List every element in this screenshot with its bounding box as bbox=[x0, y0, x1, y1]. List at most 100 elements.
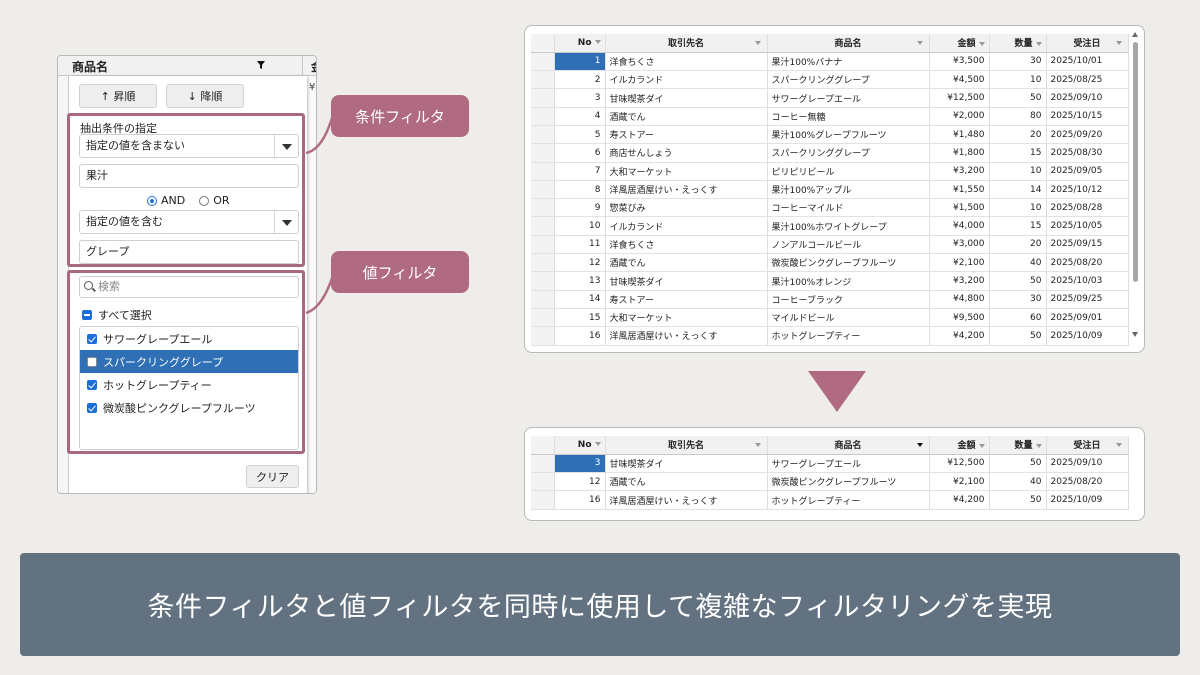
table-cell[interactable]: ¥1,500 bbox=[929, 198, 990, 218]
table-cell[interactable]: 15 bbox=[554, 308, 606, 328]
condition1-value-input[interactable]: 果汁 bbox=[79, 164, 299, 188]
table-cell[interactable]: 2025/08/20 bbox=[1046, 253, 1129, 273]
table-cell[interactable]: 洋風居酒屋けい・えっくす bbox=[605, 490, 768, 510]
column-header[interactable]: 商品名 bbox=[767, 436, 930, 455]
table-cell[interactable]: 酒蔵でん bbox=[605, 472, 768, 492]
table-cell[interactable]: サワーグレープエール bbox=[767, 88, 930, 108]
table-cell[interactable]: 洋食ちくさ bbox=[605, 235, 768, 255]
table-cell[interactable]: ¥2,100 bbox=[929, 472, 990, 492]
table-cell[interactable]: 9 bbox=[554, 198, 606, 218]
table-cell[interactable]: 30 bbox=[989, 290, 1047, 309]
table-cell[interactable]: 2025/09/15 bbox=[1046, 235, 1129, 255]
row-header[interactable] bbox=[531, 454, 555, 474]
table-cell[interactable]: 大和マーケット bbox=[605, 308, 768, 328]
sort-descending-button[interactable]: ↓ 降順 bbox=[166, 84, 244, 108]
table-cell[interactable]: コーヒー無糖 bbox=[767, 107, 930, 126]
table-cell[interactable]: 甘味喫茶ダイ bbox=[605, 454, 768, 474]
column-header[interactable]: 受注日 bbox=[1046, 34, 1129, 53]
table-cell[interactable]: 果汁100%オレンジ bbox=[767, 271, 930, 291]
filter-icon[interactable] bbox=[594, 40, 601, 45]
table-cell[interactable]: 2025/09/20 bbox=[1046, 125, 1129, 145]
table-cell[interactable]: 2025/10/05 bbox=[1046, 216, 1129, 236]
table-cell[interactable]: 6 bbox=[554, 143, 606, 163]
table-cell[interactable]: 洋風居酒屋けい・えっくす bbox=[605, 180, 768, 200]
row-header[interactable] bbox=[531, 52, 555, 72]
filter-icon[interactable] bbox=[916, 41, 923, 45]
table-cell[interactable]: 惣菜びみ bbox=[605, 198, 768, 218]
table-cell[interactable]: 10 bbox=[554, 216, 606, 236]
table-cell[interactable]: 大和マーケット bbox=[605, 162, 768, 181]
table-cell[interactable]: 50 bbox=[989, 490, 1047, 510]
column-header[interactable]: 金額 bbox=[929, 436, 990, 455]
table-cell[interactable]: 甘味喫茶ダイ bbox=[605, 88, 768, 108]
column-header[interactable]: 受注日 bbox=[1046, 436, 1129, 455]
table-cell[interactable]: 12 bbox=[554, 472, 606, 492]
row-header[interactable] bbox=[531, 308, 555, 328]
filter-icon[interactable] bbox=[754, 443, 761, 447]
table-cell[interactable]: 酒蔵でん bbox=[605, 107, 768, 126]
table-cell[interactable]: 果汁100%アップル bbox=[767, 180, 930, 200]
table-cell[interactable]: ¥4,800 bbox=[929, 290, 990, 309]
table-cell[interactable]: 2025/09/10 bbox=[1046, 88, 1129, 108]
table-cell[interactable]: 15 bbox=[989, 216, 1047, 236]
table-cell[interactable]: 10 bbox=[989, 198, 1047, 218]
value-item-selected[interactable]: スパークリンググレープ bbox=[80, 350, 298, 373]
table-cell[interactable]: 2025/09/25 bbox=[1046, 290, 1129, 309]
filter-icon[interactable] bbox=[916, 443, 923, 447]
value-item[interactable]: サワーグレープエール bbox=[80, 327, 298, 350]
and-radio[interactable] bbox=[147, 195, 157, 206]
table-cell[interactable]: ノンアルコールビール bbox=[767, 235, 930, 255]
table-cell[interactable]: 果汁100%グレープフルーツ bbox=[767, 125, 930, 145]
table-cell[interactable]: スパークリンググレープ bbox=[767, 143, 930, 163]
or-radio[interactable] bbox=[199, 195, 210, 206]
table-cell[interactable]: 8 bbox=[554, 180, 606, 200]
row-header[interactable] bbox=[531, 290, 555, 309]
table-cell[interactable]: 3 bbox=[554, 454, 606, 474]
table-cell[interactable]: 2025/10/03 bbox=[1046, 271, 1129, 291]
table-cell[interactable]: 50 bbox=[989, 326, 1047, 346]
table-cell[interactable]: 12 bbox=[554, 253, 606, 273]
filter-icon[interactable] bbox=[1035, 443, 1042, 448]
vertical-scrollbar[interactable] bbox=[1131, 32, 1140, 337]
table-cell[interactable]: 2025/10/01 bbox=[1046, 52, 1129, 72]
column-header[interactable]: 取引先名 bbox=[605, 436, 768, 455]
table-cell[interactable]: 14 bbox=[989, 180, 1047, 200]
value-item[interactable]: ホットグレープティー bbox=[80, 373, 298, 396]
table-cell[interactable]: イルカランド bbox=[605, 216, 768, 236]
row-header[interactable] bbox=[531, 143, 555, 163]
column-header[interactable]: 数量 bbox=[989, 34, 1047, 53]
table-cell[interactable]: ¥4,200 bbox=[929, 326, 990, 346]
row-header[interactable] bbox=[531, 70, 555, 90]
table-cell[interactable]: ¥9,500 bbox=[929, 308, 990, 328]
table-cell[interactable]: 商店せんしょう bbox=[605, 143, 768, 163]
table-cell[interactable]: 20 bbox=[989, 235, 1047, 255]
row-header[interactable] bbox=[531, 180, 555, 200]
filter-icon[interactable] bbox=[1115, 443, 1122, 447]
filter-icon[interactable] bbox=[1035, 41, 1042, 46]
table-cell[interactable]: ¥12,500 bbox=[929, 88, 990, 108]
table-cell[interactable]: 甘味喫茶ダイ bbox=[605, 271, 768, 291]
row-header[interactable] bbox=[531, 235, 555, 255]
table-cell[interactable]: 50 bbox=[989, 271, 1047, 291]
table-cell[interactable]: 15 bbox=[989, 143, 1047, 163]
column-header[interactable]: 数量 bbox=[989, 436, 1047, 455]
filter-icon[interactable] bbox=[1115, 41, 1122, 45]
table-cell[interactable]: ¥4,500 bbox=[929, 70, 990, 90]
value-item[interactable]: 微炭酸ピンクグレープフルーツ bbox=[80, 396, 298, 419]
filter-icon[interactable] bbox=[257, 61, 265, 69]
table-cell[interactable]: 寿ストアー bbox=[605, 125, 768, 145]
table-cell[interactable]: ホットグレープティー bbox=[767, 490, 930, 510]
row-header[interactable] bbox=[531, 271, 555, 291]
value-search-input[interactable]: 検索 bbox=[79, 276, 299, 298]
filter-icon[interactable] bbox=[978, 443, 985, 448]
